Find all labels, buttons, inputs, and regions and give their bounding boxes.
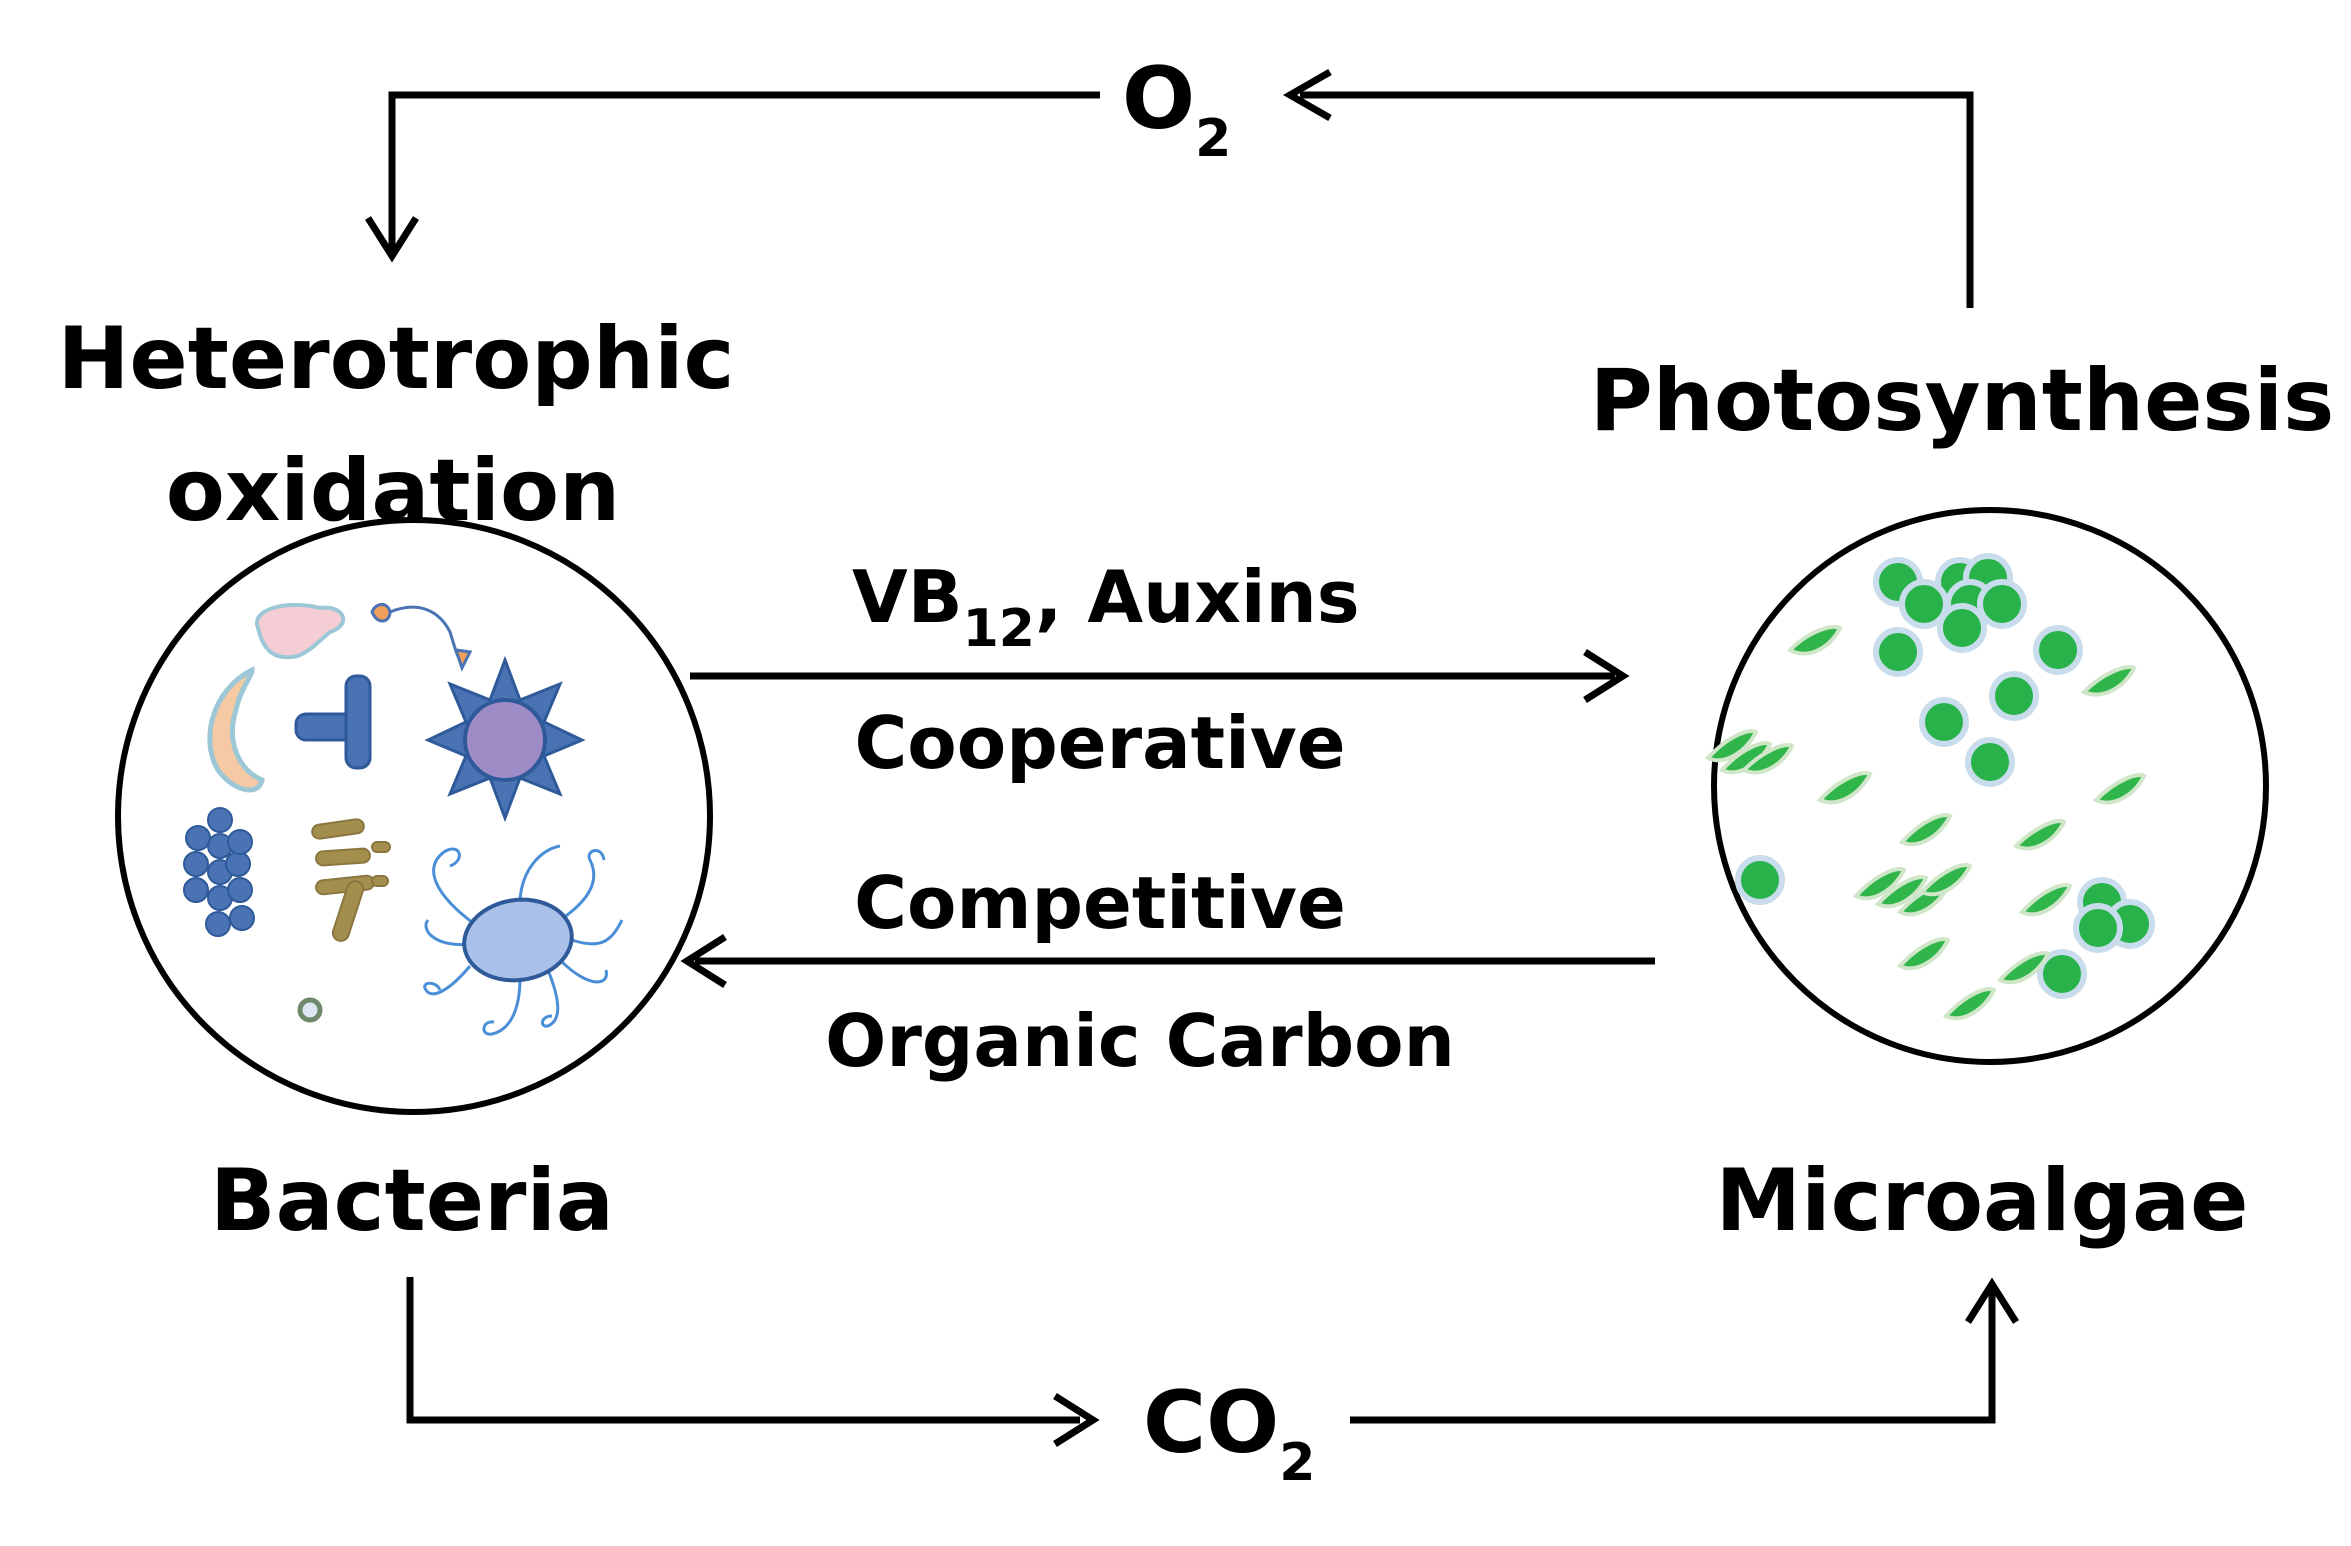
co2-flow — [406, 1277, 2019, 1447]
vb12-auxins-label: VB12, Auxins — [852, 555, 1360, 659]
heterotrophic-label: Heterotrophic — [57, 309, 734, 409]
cooperative-arrow — [690, 649, 1630, 703]
bacteria-label: Bacteria — [210, 1151, 614, 1251]
o2-label: O2 — [1122, 49, 1231, 169]
o2-flow — [365, 68, 1974, 308]
microalgae-culture-icon — [1704, 507, 2269, 1065]
photosynthesis-label: Photosynthesis — [1590, 351, 2335, 451]
co2-label: CO2 — [1143, 1373, 1315, 1493]
competitive-label: Competitive — [854, 861, 1346, 945]
microalgae-label: Microalgae — [1716, 1151, 2249, 1251]
cooperative-label: Cooperative — [854, 701, 1345, 785]
competitive-arrow — [680, 934, 1655, 988]
organic-carbon-label: Organic Carbon — [825, 999, 1455, 1083]
bacteria-culture-icon — [115, 517, 713, 1115]
